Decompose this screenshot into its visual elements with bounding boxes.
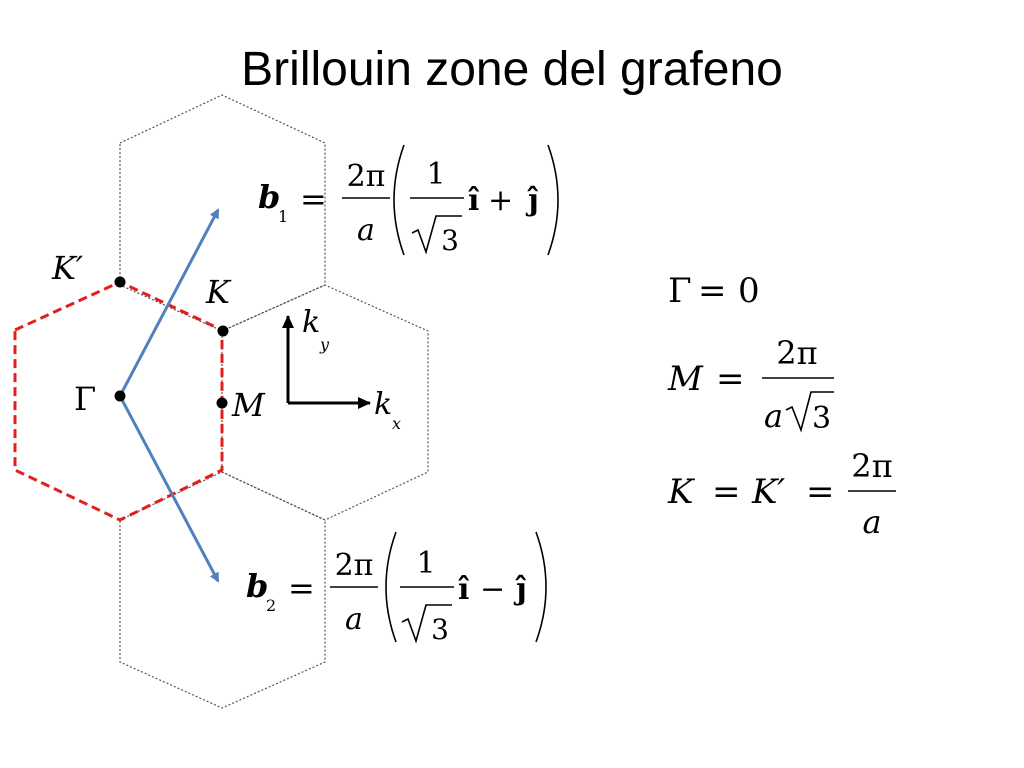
- b1-left-paren: [393, 144, 405, 256]
- b1-vector-arrow: [118, 208, 220, 397]
- k-eq-equals-2: =: [806, 472, 835, 512]
- b1-denominator: a: [357, 213, 375, 248]
- m-eq-denominator-a: a: [764, 397, 783, 435]
- ky-subscript: y: [319, 335, 330, 354]
- k-point: [217, 325, 229, 337]
- m-eq-denominator-root: 3: [812, 401, 831, 436]
- gamma-eq-rhs: 0: [738, 271, 760, 311]
- k-eq-middle: K′: [751, 472, 785, 512]
- k-label: K: [205, 273, 232, 311]
- b2-inner-numerator: 1: [416, 546, 435, 581]
- b1-plus: +: [488, 183, 513, 218]
- b1-sqrt-sign: [411, 215, 462, 255]
- b2-right-paren: [535, 531, 547, 643]
- m-eq-numerator: 2π: [776, 334, 817, 372]
- b1-j-hat: ĵ: [525, 183, 539, 218]
- b2-i-hat: î: [458, 572, 470, 607]
- b1-inner-denominator: 3: [441, 224, 459, 257]
- b2-equation: b 2 = 2π a 1 3 î − ĵ: [246, 531, 547, 646]
- m-label: M: [231, 386, 266, 424]
- b2-left-paren: [385, 531, 397, 643]
- b2-sqrt-sign: [401, 604, 452, 644]
- b2-j-hat: ĵ: [513, 572, 527, 607]
- b1-subscript: 1: [278, 207, 288, 226]
- gamma-eq-lhs: Γ: [668, 271, 692, 311]
- page-title: Brillouin zone del grafeno: [241, 43, 783, 96]
- k-prime-point: [114, 276, 126, 288]
- k-eq-denominator: a: [862, 503, 881, 541]
- ky-label: k: [302, 305, 320, 340]
- b2-inner-denominator: 3: [431, 613, 449, 646]
- m-eq-lhs: M: [667, 359, 704, 399]
- b2-numerator: 2π: [335, 548, 374, 583]
- b1-equation: b 1 = 2π a 1 3 î + ĵ: [258, 144, 559, 257]
- k-eq-equals-1: =: [712, 472, 741, 512]
- k-equation: K = K′ = 2π a: [667, 447, 896, 541]
- b1-right-paren: [547, 144, 559, 256]
- b1-equals: =: [300, 180, 327, 218]
- kx-subscript: x: [392, 414, 401, 433]
- m-point: [216, 397, 228, 409]
- gamma-label: Γ: [74, 380, 96, 418]
- k-eq-numerator: 2π: [851, 447, 892, 485]
- k-prime-label: K′: [51, 249, 84, 287]
- b1-symbol: b: [258, 178, 280, 216]
- gamma-eq-equals: =: [698, 271, 727, 311]
- m-eq-equals: =: [716, 359, 745, 399]
- hexagon-bottom: [119, 471, 326, 709]
- gamma-equation: Γ = 0: [668, 271, 760, 311]
- m-eq-sqrt-sign: [785, 391, 834, 433]
- b2-denominator: a: [345, 602, 363, 637]
- b2-vector-arrow: [118, 395, 220, 583]
- b2-equals: =: [288, 569, 315, 607]
- gamma-point: [114, 390, 126, 402]
- b2-minus: −: [480, 572, 505, 607]
- b1-numerator: 2π: [347, 159, 386, 194]
- b1-inner-numerator: 1: [426, 157, 445, 192]
- m-equation: M = 2π a 3: [667, 334, 834, 436]
- k-eq-lhs: K: [667, 472, 696, 512]
- b2-subscript: 2: [266, 596, 276, 615]
- kx-label: k: [374, 387, 392, 422]
- b2-symbol: b: [246, 567, 268, 605]
- b1-i-hat: î: [468, 183, 480, 218]
